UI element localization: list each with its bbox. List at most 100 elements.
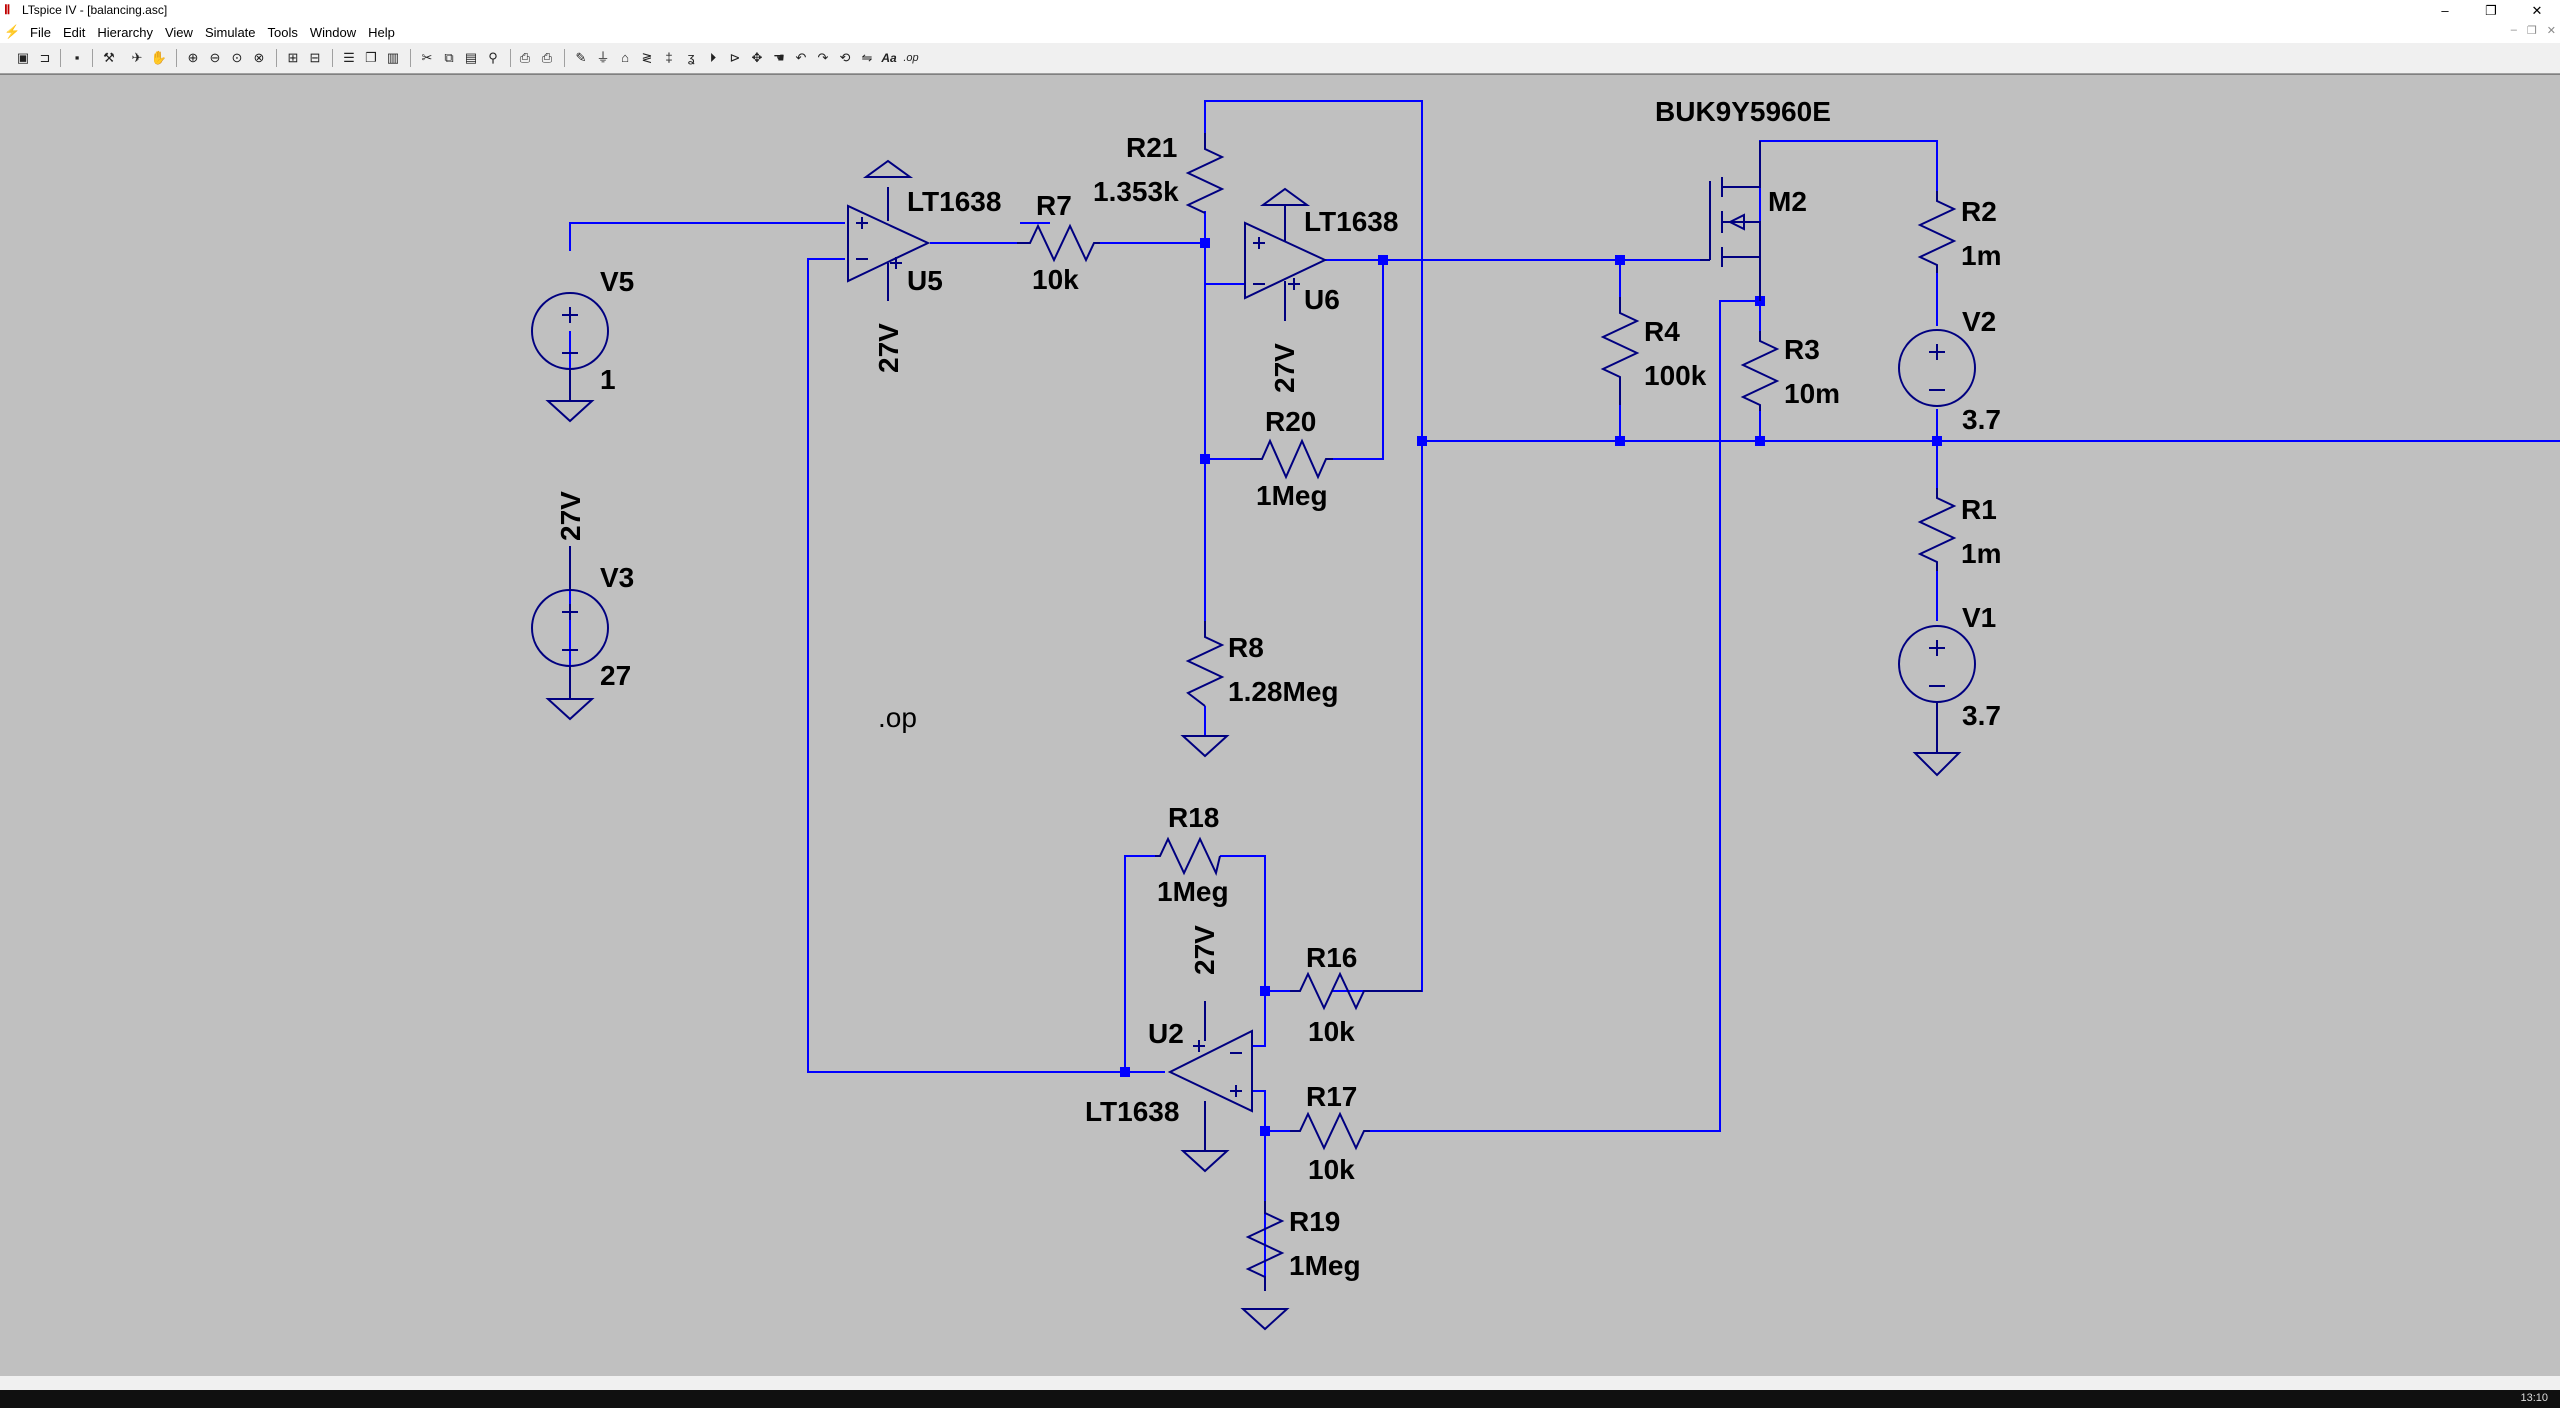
- menu-window[interactable]: Window: [309, 24, 357, 40]
- halt-icon[interactable]: ✋: [150, 50, 168, 65]
- r18-value-label: 1Meg: [1157, 876, 1229, 907]
- voltage-source-v1[interactable]: [1898, 625, 1976, 777]
- menu-tools[interactable]: Tools: [267, 24, 298, 40]
- inductor-icon[interactable]: ʓ: [687, 50, 695, 65]
- v5-value-label: 1: [600, 364, 616, 395]
- ground-icon[interactable]: ⏚: [596, 50, 610, 65]
- spice-directive-icon[interactable]: .op: [903, 52, 919, 64]
- u5-part-label: LT1638: [907, 186, 1001, 217]
- r17-ref-label: R17: [1306, 1081, 1357, 1112]
- rotate-icon[interactable]: ⟲: [839, 50, 851, 65]
- control-panel-icon[interactable]: ⚒: [103, 50, 115, 65]
- tile-vertical-icon[interactable]: ▥: [386, 50, 400, 65]
- menu-simulate[interactable]: Simulate: [204, 24, 256, 40]
- resistor-r20[interactable]: [1250, 438, 1333, 480]
- r17-value-label: 10k: [1308, 1154, 1355, 1185]
- menu-view[interactable]: View: [164, 24, 193, 40]
- r21-value-label: 1.353k: [1093, 176, 1179, 207]
- r7-value-label: 10k: [1032, 264, 1079, 295]
- autorange-icon[interactable]: ⊞: [287, 50, 299, 65]
- opamp-u2[interactable]: [1167, 1001, 1253, 1173]
- voltage-source-v5[interactable]: [531, 292, 609, 423]
- mdi-restore-button[interactable]: ❐: [2526, 25, 2537, 37]
- resistor-r21[interactable]: [1185, 133, 1225, 214]
- paste-icon[interactable]: ▤: [464, 50, 478, 65]
- resistor-r19[interactable]: [1240, 1201, 1290, 1331]
- r2-value-label: 1m: [1961, 240, 2001, 271]
- r8-ref-label: R8: [1228, 632, 1264, 663]
- cascade-icon[interactable]: ❐: [365, 50, 377, 65]
- resistor-icon[interactable]: ≷: [641, 50, 653, 65]
- print-icon[interactable]: ⎙: [541, 50, 553, 65]
- windows-taskbar: 13:10: [0, 1390, 2560, 1408]
- minimize-button[interactable]: –: [2441, 3, 2449, 18]
- menu-edit[interactable]: Edit: [62, 24, 86, 40]
- r21-ref-label: R21: [1126, 132, 1177, 163]
- redo-icon[interactable]: ↷: [817, 50, 829, 65]
- voltage-source-v3[interactable]: [531, 546, 609, 721]
- diode-icon[interactable]: ⏵: [709, 50, 717, 65]
- component-icon[interactable]: ⊳: [729, 50, 741, 65]
- v1-value-label: 3.7: [1962, 700, 2001, 731]
- schematic-document-icon[interactable]: ⚡: [4, 24, 21, 39]
- move-icon[interactable]: ✥: [751, 50, 763, 65]
- voltage-source-v2[interactable]: [1898, 329, 1976, 407]
- schematic-canvas[interactable]: BUK9Y5960E M2 LT1638 U5 27V LT1638 U6 27…: [0, 74, 2560, 1377]
- r3-ref-label: R3: [1784, 334, 1820, 365]
- menu-hierarchy[interactable]: Hierarchy: [97, 24, 153, 40]
- mdi-close-button[interactable]: ✕: [2546, 25, 2556, 37]
- print-preview-icon[interactable]: ⎙: [519, 50, 531, 65]
- cut-icon[interactable]: ✂: [421, 50, 433, 65]
- r4-ref-label: R4: [1644, 316, 1680, 347]
- delete-trace-icon[interactable]: ⊟: [309, 50, 321, 65]
- tile-horizontal-icon[interactable]: ☰: [343, 50, 355, 65]
- copy-icon[interactable]: ⧉: [444, 50, 454, 65]
- menu-bar: ⚡ File Edit Hierarchy View Simulate Tool…: [0, 21, 2560, 43]
- toolbar-separator: [510, 49, 511, 67]
- mosfet-m2[interactable]: [1700, 141, 1761, 301]
- spice-directive-op: .op: [878, 702, 917, 733]
- resistor-r3[interactable]: [1740, 331, 1780, 411]
- resistor-r4[interactable]: [1600, 297, 1640, 405]
- resistor-r18[interactable]: [1155, 836, 1221, 877]
- menu-help[interactable]: Help: [368, 24, 395, 40]
- maximize-button[interactable]: ❐: [2485, 3, 2497, 18]
- run-icon[interactable]: ✈: [131, 50, 143, 65]
- resistor-r1[interactable]: [1917, 488, 1957, 571]
- text-icon[interactable]: Aa: [881, 51, 897, 65]
- find-icon[interactable]: ⚲: [488, 50, 498, 65]
- zoom-in-icon[interactable]: ⊕: [187, 50, 199, 65]
- r1-ref-label: R1: [1961, 494, 1997, 525]
- open-icon[interactable]: ⊐: [39, 50, 51, 65]
- zoom-out-icon[interactable]: ⊖: [209, 50, 221, 65]
- resistor-r2[interactable]: [1917, 191, 1957, 273]
- close-button[interactable]: ✕: [2531, 3, 2543, 18]
- r20-ref-label: R20: [1265, 406, 1316, 437]
- v5-ref-label: V5: [600, 266, 634, 297]
- opamp-u5[interactable]: [847, 159, 931, 301]
- zoom-cancel-icon[interactable]: ⊗: [253, 50, 265, 65]
- wire-icon[interactable]: ✎: [575, 50, 587, 65]
- window-title: LTspice IV - [balancing.asc]: [22, 3, 168, 17]
- menu-file[interactable]: File: [30, 24, 51, 40]
- r7-ref-label: R7: [1036, 190, 1072, 221]
- capacitor-icon[interactable]: ‡: [665, 50, 673, 65]
- r4-value-label: 100k: [1644, 360, 1707, 391]
- save-icon[interactable]: ▪: [74, 50, 80, 65]
- drag-icon[interactable]: ☚: [773, 50, 785, 65]
- schematic-drawing[interactable]: BUK9Y5960E M2 LT1638 U5 27V LT1638 U6 27…: [0, 75, 2560, 1377]
- mdi-minimize-button[interactable]: –: [2510, 24, 2517, 36]
- wires[interactable]: [569, 100, 2560, 1291]
- zoom-full-icon[interactable]: ⊙: [231, 50, 243, 65]
- opamp-u6[interactable]: [1244, 187, 1328, 321]
- toolbar-separator: [276, 49, 277, 67]
- resistor-r7[interactable]: [1017, 223, 1100, 263]
- resistor-r16[interactable]: [1290, 971, 1422, 1011]
- mirror-icon[interactable]: ⇋: [861, 50, 873, 65]
- label-icon[interactable]: ⌂: [621, 50, 629, 65]
- new-schematic-icon[interactable]: ▣: [16, 50, 30, 65]
- resistor-r8[interactable]: [1180, 621, 1230, 758]
- u6-part-label: LT1638: [1304, 206, 1398, 237]
- resistor-r17[interactable]: [1290, 1111, 1370, 1151]
- undo-icon[interactable]: ↶: [795, 50, 807, 65]
